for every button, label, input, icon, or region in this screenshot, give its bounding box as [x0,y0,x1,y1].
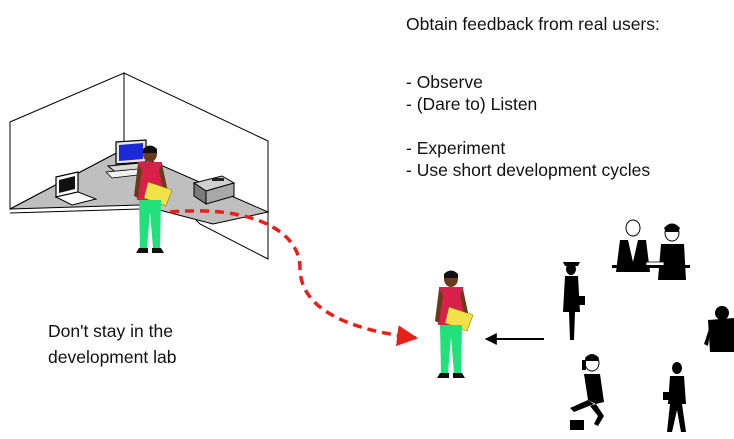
list-item: - Use short development cycles [406,160,651,180]
red-dashed-arrow [169,209,419,347]
list-item: - Experiment [406,138,506,158]
laptop-icon [54,171,98,206]
user-walking-silhouette [663,362,686,432]
user-on-phone-silhouette [570,354,604,430]
developer-with-users-figure [434,270,474,379]
caption-line: Don't stay in the [48,321,173,341]
list-spacer [406,115,650,137]
users-handshake-silhouette [612,219,690,280]
desktop-computer-icon [105,139,154,179]
feedback-heading: Obtain feedback from real users: [406,14,660,34]
feedback-methods-list: - Observe - (Dare to) Listen - Experimen… [406,71,650,181]
caption-line: development lab [48,347,177,367]
caption: Don't stay in the development lab [48,318,176,370]
user-bending-silhouette [704,306,734,352]
list-item: - (Dare to) Listen [406,94,538,114]
list-item: - Observe [406,72,483,92]
user-woman-standing-silhouette [563,262,585,340]
printer-icon [192,175,236,205]
